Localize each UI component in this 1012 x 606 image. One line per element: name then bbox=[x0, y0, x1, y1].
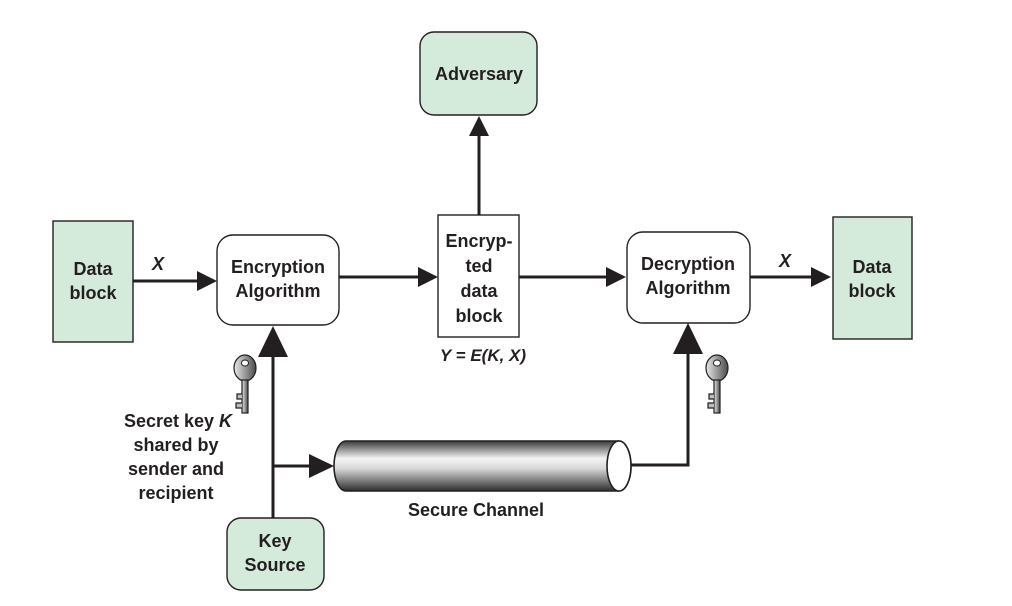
decryption-algorithm-line2: Algorithm bbox=[646, 278, 731, 298]
decryption-algorithm-line1: Decryption bbox=[641, 254, 735, 274]
secret-key-line4: recipient bbox=[138, 483, 213, 503]
plaintext-x-label-left: X bbox=[151, 254, 165, 274]
encrypted-block-line1: Encryp- bbox=[445, 231, 512, 251]
key-icon bbox=[705, 354, 729, 414]
secret-key-caption: Secret key K shared by sender and recipi… bbox=[124, 411, 234, 503]
secret-key-k: K bbox=[219, 411, 234, 431]
key-icon bbox=[233, 354, 257, 414]
data-block-left-line2: block bbox=[69, 283, 117, 303]
secret-key-line1: Secret key K bbox=[124, 411, 234, 431]
secret-key-line3: sender and bbox=[128, 459, 224, 479]
encrypted-data-block: Encryp- ted data block bbox=[437, 214, 520, 338]
arrow-head bbox=[606, 267, 626, 287]
encryption-algorithm-box: Encryption Algorithm bbox=[216, 234, 340, 326]
key-line-decryption bbox=[630, 353, 690, 467]
key-source-box: Key Source bbox=[226, 517, 325, 591]
key-source-line1: Key bbox=[258, 531, 291, 551]
arrow-head-large bbox=[673, 323, 703, 354]
arrow-head bbox=[469, 116, 489, 136]
encrypted-block-line2: ted bbox=[466, 256, 493, 276]
secure-channel-pipe bbox=[333, 440, 632, 492]
data-block-right: Data block bbox=[832, 216, 913, 340]
secure-channel-label: Secure Channel bbox=[408, 500, 544, 520]
decryption-algorithm-box: Decryption Algorithm bbox=[626, 231, 751, 324]
arrow-head bbox=[197, 271, 217, 291]
data-block-left: Data block bbox=[52, 220, 134, 343]
adversary-box: Adversary bbox=[419, 31, 538, 116]
connectors bbox=[133, 116, 831, 518]
arrow-head-large bbox=[258, 326, 288, 357]
encrypted-block-line4: block bbox=[455, 306, 503, 326]
secret-key-text: Secret key bbox=[124, 411, 219, 431]
arrow-head-large bbox=[309, 454, 334, 478]
encryption-algorithm-line2: Algorithm bbox=[236, 281, 321, 301]
key-source-line2: Source bbox=[244, 555, 305, 575]
data-block-right-line2: block bbox=[848, 281, 896, 301]
arrow-head bbox=[418, 267, 438, 287]
data-block-left-line1: Data bbox=[73, 259, 113, 279]
encryption-algorithm-line1: Encryption bbox=[231, 257, 325, 277]
data-block-right-line1: Data bbox=[852, 257, 892, 277]
secret-key-line2: shared by bbox=[133, 435, 218, 455]
adversary-label: Adversary bbox=[435, 64, 523, 84]
encrypted-block-line3: data bbox=[460, 281, 498, 301]
ciphertext-formula: Y = E(K, X) bbox=[440, 346, 526, 365]
plaintext-x-label-right: X bbox=[778, 251, 792, 271]
arrow-head bbox=[811, 267, 831, 287]
